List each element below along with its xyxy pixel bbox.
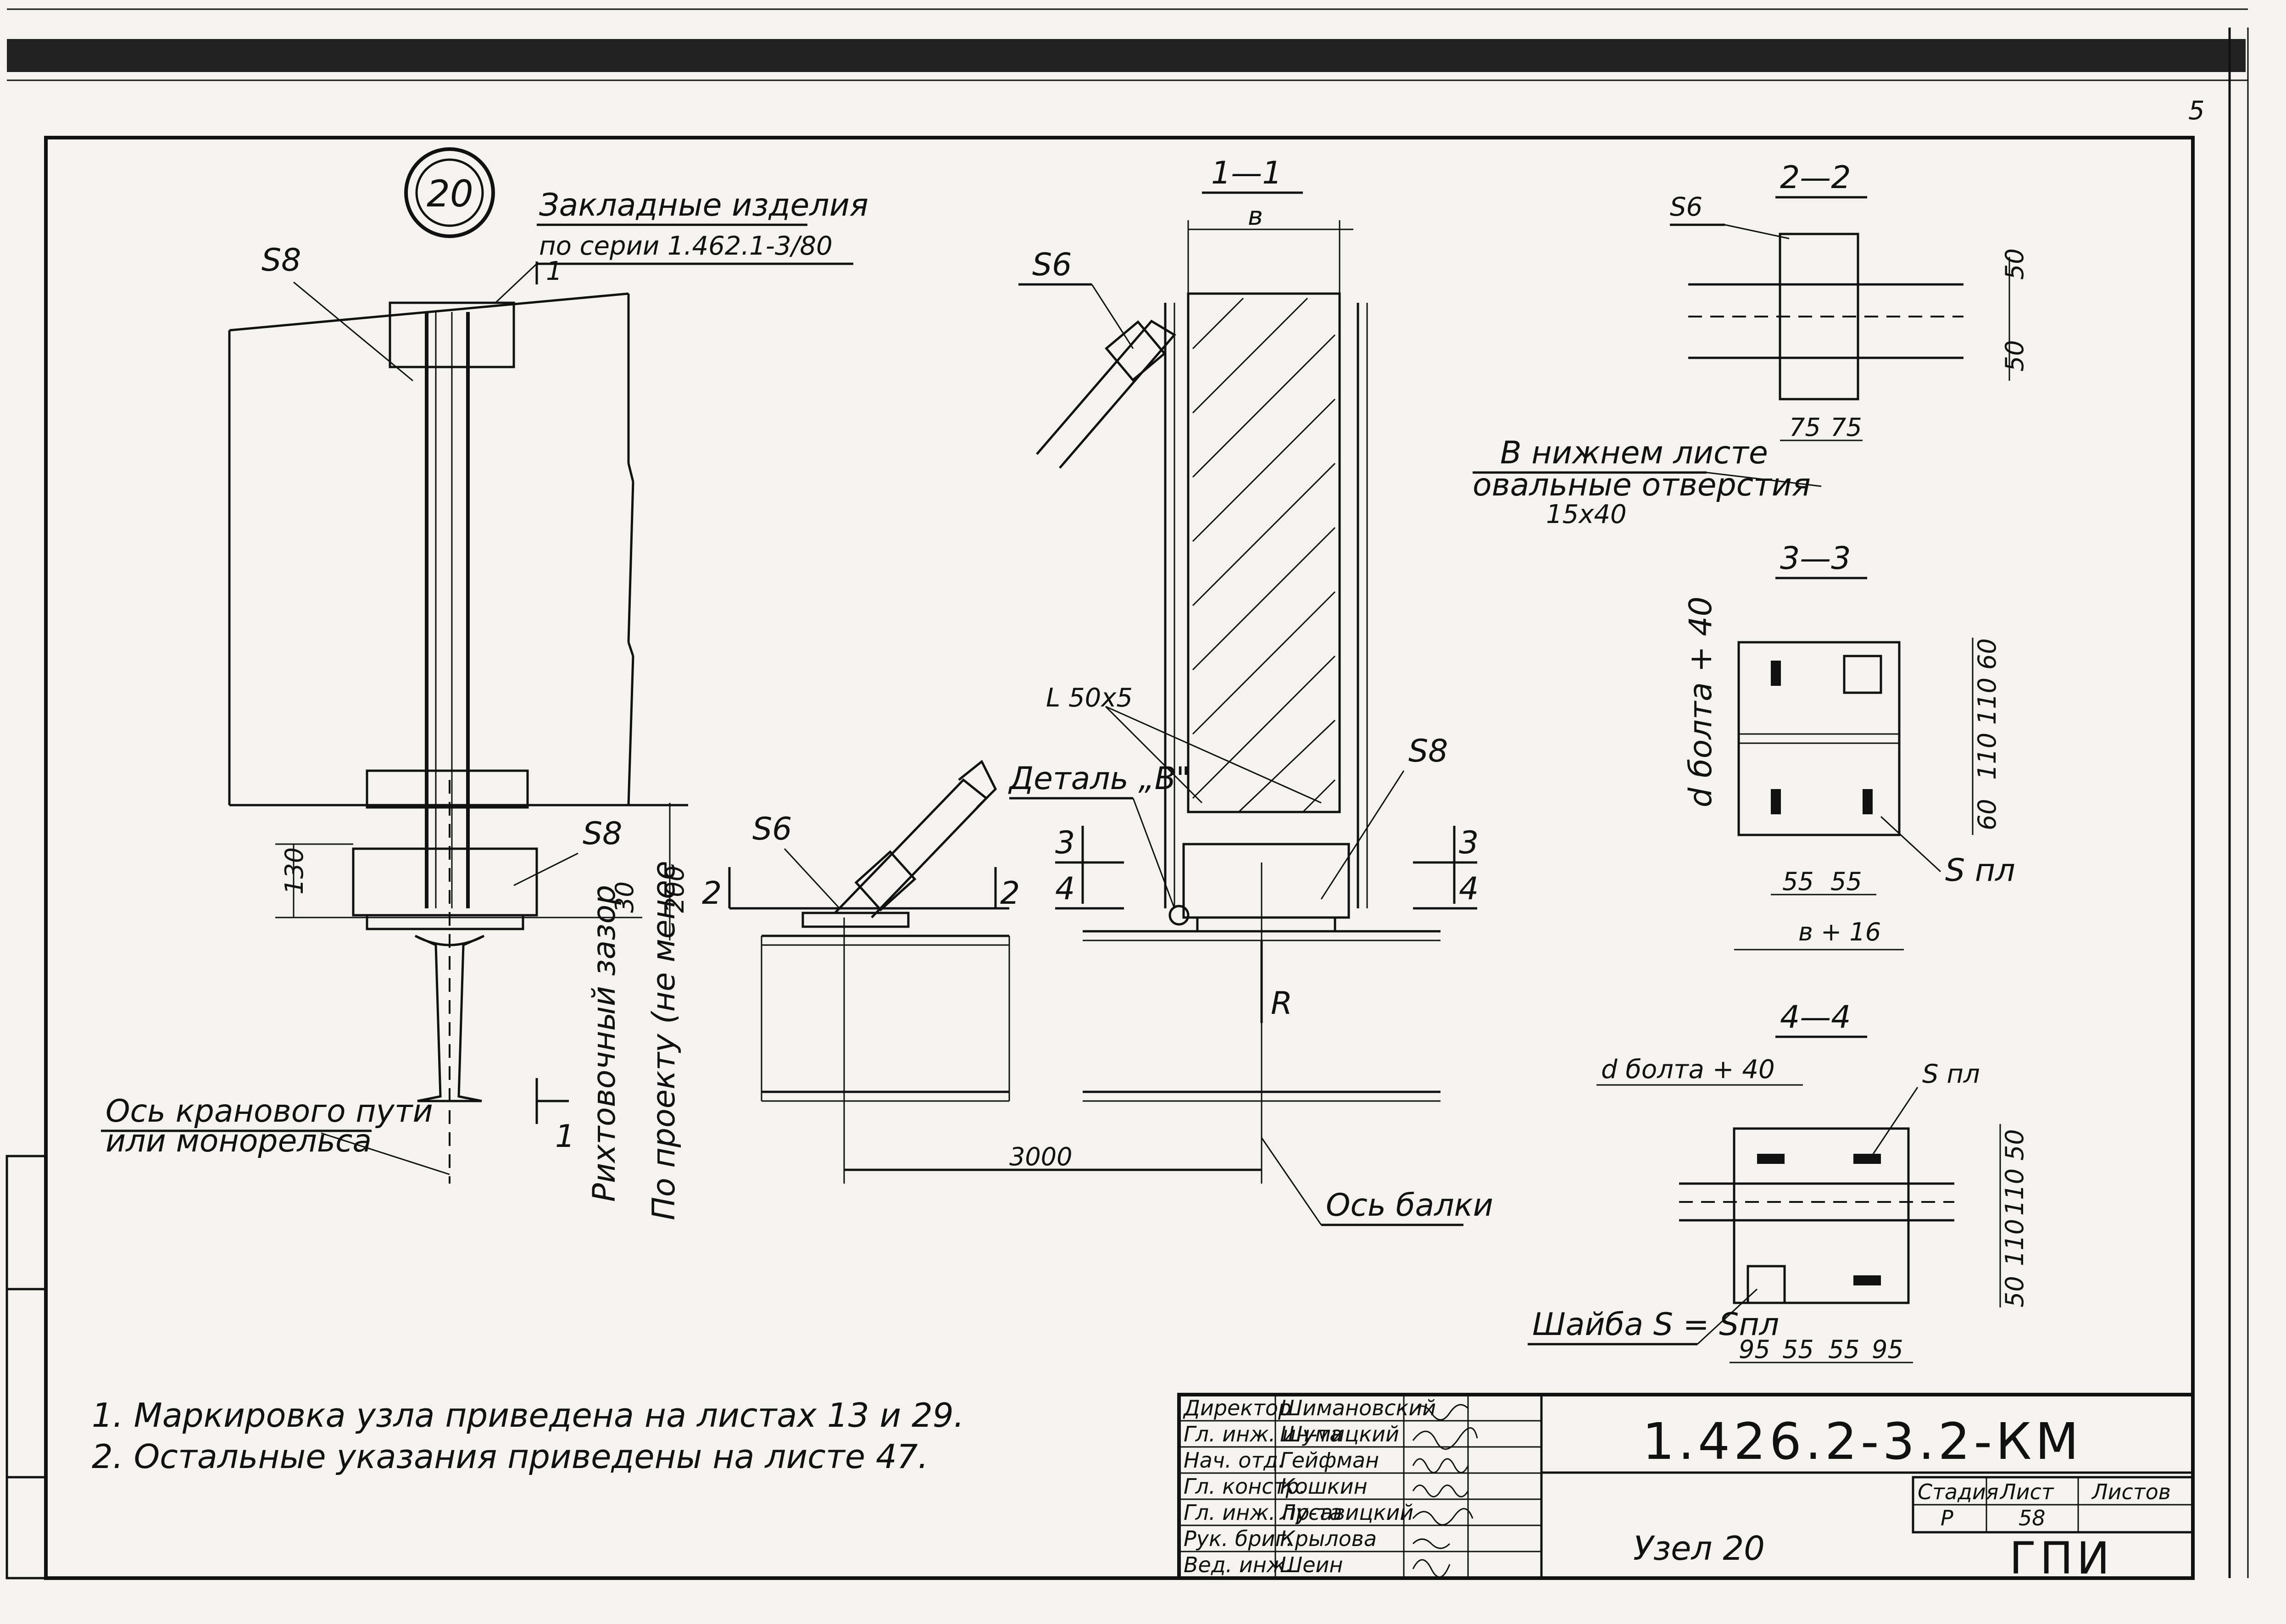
role-1: Гл. инж. ин-та xyxy=(1184,1422,1342,1446)
node-number: 20 xyxy=(427,172,473,215)
section-33-d-bolt: d болта + 40 xyxy=(1683,596,1719,807)
label-s6-top: S6 xyxy=(1032,247,1072,283)
embedded-series: по серии 1.462.1-3/80 xyxy=(539,231,833,261)
role-5: Рук. бриг. xyxy=(1184,1526,1293,1551)
name-3: Кошкин xyxy=(1280,1474,1368,1499)
section-44-plate xyxy=(1733,1127,1910,1304)
section-22-dim-50b: 50 xyxy=(2000,340,2029,372)
role-2: Нач. отд. xyxy=(1184,1448,1285,1473)
section-44-dim-110b: 110 xyxy=(2000,1219,2029,1266)
section-33-dim-110b: 110 xyxy=(1973,733,2002,780)
dim-30: 30 xyxy=(610,881,639,913)
role-6: Вед. инж. xyxy=(1184,1552,1292,1577)
sheet-value: 58 xyxy=(2019,1506,2046,1530)
section-33-dim-110a: 110 xyxy=(1973,678,2002,725)
crane-rail xyxy=(414,934,485,1102)
label-s8-right: S8 xyxy=(1408,733,1448,769)
section-22-note1: В нижнем листе xyxy=(1500,435,1768,471)
section-33-dim-60a: 60 xyxy=(1973,638,2002,670)
corner-mark: 5 xyxy=(2188,96,2205,126)
name-0: Шимановский xyxy=(1280,1396,1436,1420)
section-2-right: 2 xyxy=(1000,875,1020,912)
role-3: Гл. констр. xyxy=(1184,1474,1306,1499)
section-22-dim-75b: 75 xyxy=(1830,413,1862,442)
dim-200: 200 xyxy=(661,866,690,913)
section-4-right: 4 xyxy=(1459,871,1479,907)
signatures xyxy=(1412,1404,1478,1578)
sheet-label: Лист xyxy=(1999,1479,2054,1504)
section-3-left: 3 xyxy=(1055,825,1075,861)
detail-b: Деталь „В" xyxy=(1008,761,1190,797)
concrete-slab xyxy=(1187,292,1341,813)
beam-axis: Ось балки xyxy=(1326,1187,1493,1224)
section-22-note2: овальные отверстия xyxy=(1473,467,1811,503)
label-s6-left: S6 xyxy=(752,811,792,847)
section-22-s: S6 xyxy=(1670,192,1702,222)
section-22-note3: 15x40 xyxy=(1546,500,1627,529)
per-project: По проекту (не менее xyxy=(646,861,682,1220)
section-2-left: 2 xyxy=(702,875,722,912)
section-44-dim-95a: 95 xyxy=(1739,1335,1770,1364)
pad-block xyxy=(352,847,538,917)
embedded-title: Закладные изделия xyxy=(539,187,868,223)
dim-3000: 3000 xyxy=(1009,1142,1072,1171)
section-44-dim-50b: 50 xyxy=(2000,1276,2029,1307)
section-44-dim-55b: 55 xyxy=(1828,1335,1860,1364)
section-44-d-bolt: d болта + 40 xyxy=(1601,1055,1775,1085)
brace-upper xyxy=(1036,319,1176,469)
name-6: Шеин xyxy=(1280,1552,1343,1577)
section-33-dim-55a: 55 xyxy=(1782,867,1814,896)
stage-value: Р xyxy=(1941,1506,1953,1530)
section-11-title: 1—1 xyxy=(1211,155,1282,191)
section-33-title: 3—3 xyxy=(1780,540,1851,577)
section-44-dim-55a: 55 xyxy=(1782,1335,1814,1364)
section-44-title: 4—4 xyxy=(1780,999,1851,1035)
node-circle xyxy=(404,147,495,238)
drawing-name: Узел 20 xyxy=(1633,1529,1765,1568)
note-2: 2. Остальные указания приведены на листе… xyxy=(92,1437,928,1476)
section-44-dim-110a: 110 xyxy=(2000,1168,2029,1216)
section-33-s-pl: S пл xyxy=(1945,852,2015,889)
role-0: Директор xyxy=(1183,1396,1291,1420)
section-33-width: в + 16 xyxy=(1798,918,1881,946)
section-44-s-pl: S пл xyxy=(1922,1059,1980,1089)
drawing-code: 1.426.2-3.2-КМ xyxy=(1642,1412,2082,1471)
section-33-dim-60b: 60 xyxy=(1973,799,2002,830)
section-33-plate xyxy=(1737,641,1901,836)
crane-axis-2: или монорельса xyxy=(106,1123,372,1159)
section-4-left: 4 xyxy=(1055,871,1075,907)
note-1: 1. Маркировка узла приведена на листах 1… xyxy=(92,1396,964,1435)
section-44-washer: Шайба S = Sпл xyxy=(1532,1307,1779,1343)
drawing-frame xyxy=(44,136,2195,1580)
name-1: Шумицкий xyxy=(1280,1422,1399,1446)
name-2: Гейфман xyxy=(1280,1448,1379,1473)
force-r: R xyxy=(1271,985,1292,1022)
cut-mark-1-bottom: 1 xyxy=(555,1118,575,1155)
name-5: Крылова xyxy=(1280,1526,1377,1551)
label-s8-top: S8 xyxy=(261,242,301,278)
section-22-dim-50a: 50 xyxy=(2000,248,2029,280)
role-4: Гл. инж. пр-та xyxy=(1184,1500,1342,1525)
section-11-b: в xyxy=(1248,201,1263,231)
org: ГПИ xyxy=(2009,1533,2114,1584)
section-3-right: 3 xyxy=(1459,825,1479,861)
crane-axis: Ось кранового пути xyxy=(106,1093,433,1129)
section-22-dim-75a: 75 xyxy=(1789,413,1821,442)
section-44-dim-95b: 95 xyxy=(1872,1335,1903,1364)
label-s8-mid: S8 xyxy=(583,816,622,852)
stage-label: Стадия xyxy=(1918,1479,1998,1504)
sheets-label: Листов xyxy=(2091,1479,2171,1504)
cut-mark-1-top: 1 xyxy=(546,256,562,286)
brace-lower xyxy=(834,778,988,918)
name-4: Лусавицкий xyxy=(1279,1500,1413,1525)
section-44-dim-50a: 50 xyxy=(2000,1129,2029,1161)
section-33-dim-55b: 55 xyxy=(1830,867,1862,896)
section-22-title: 2—2 xyxy=(1780,160,1851,196)
scan-band xyxy=(7,39,2246,72)
rectify-gap: Рихтовочный зазор xyxy=(586,885,623,1202)
section-11-pad xyxy=(1182,843,1350,919)
angle-label: L 50x5 xyxy=(1046,683,1133,713)
